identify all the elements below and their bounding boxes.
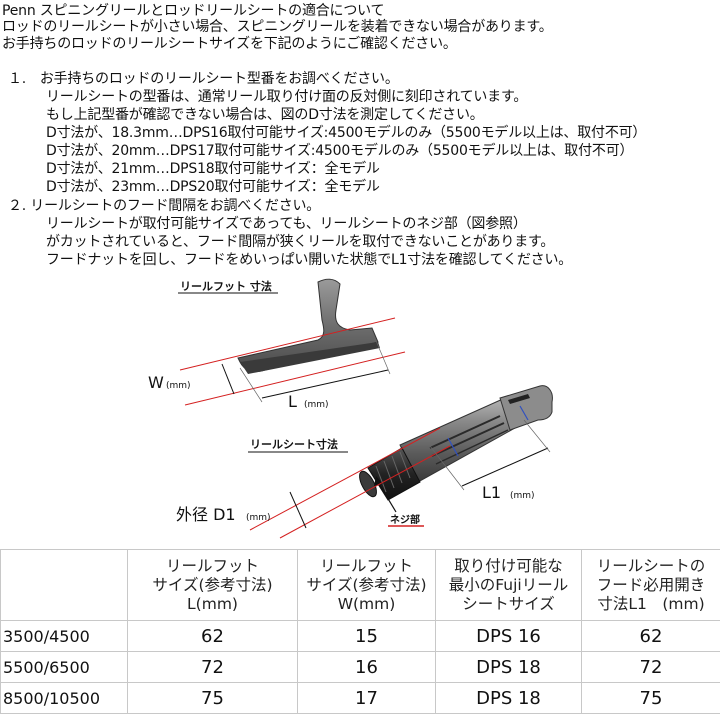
cell-foot-w: 17 <box>298 683 436 714</box>
l1-label: L1 <box>482 483 501 502</box>
cell-hood-l1: 75 <box>582 683 720 714</box>
header-model <box>1 550 128 621</box>
intro-line-2: ロッドのリールシートが小さい場合、スピニングリールを装着できない場合があります。 <box>2 18 553 36</box>
intro-line-3: お手持ちのロッドのリールシートサイズを下記のようにご確認ください。 <box>2 35 457 53</box>
step1-line-4: D寸法が、20mm…DPS17取付可能サイズ:4500モデルのみ（5500モデル… <box>46 142 633 160</box>
step2-line-2: がカットされていると、フード間隔が狭くリールを取付できないことがあります。 <box>46 233 554 251</box>
header-fuji-size: 取り付け可能な最小のFujiリールシートサイズ <box>436 550 582 621</box>
step2-line-3: フードナットを回し、フードをめいっぱい開いた状態でL1寸法を確認してください。 <box>46 251 572 269</box>
l-dim-tick-right <box>374 336 390 374</box>
reel-fit-diagram: リールフット 寸法 W (mm) L (mm) リールシート寸法 <box>0 270 720 545</box>
table-row: 5500/6500 72 16 DPS 18 72 <box>1 652 720 683</box>
cell-foot-l: 75 <box>128 683 298 714</box>
d1-dim-arrow <box>290 492 306 528</box>
cell-foot-w: 16 <box>298 652 436 683</box>
cell-foot-l: 72 <box>128 652 298 683</box>
cell-hood-l1: 72 <box>582 652 720 683</box>
step1-title: １. お手持ちのロッドのリールシート型番をお調べください。 <box>8 70 399 88</box>
step1-line-5: D寸法が、21mm…DPS18取付可能サイズ：全モデル <box>46 160 380 178</box>
cell-model: 3500/4500 <box>1 621 128 652</box>
step2-title: ２. リールシートのフード間隔をお調べください。 <box>8 197 320 215</box>
l-label: L <box>288 392 297 411</box>
w-unit: (mm) <box>166 381 191 391</box>
table-row: 8500/10500 75 17 DPS 18 75 <box>1 683 720 714</box>
l1-dim-line <box>462 448 548 486</box>
thread-label: ネジ部 <box>390 513 420 526</box>
table-header-row: リールフットサイズ(参考寸法)L(mm) リールフットサイズ(参考寸法)W(mm… <box>1 550 720 621</box>
header-foot-l: リールフットサイズ(参考寸法)L(mm) <box>128 550 298 621</box>
cell-model: 5500/6500 <box>1 652 128 683</box>
step1-line-6: D寸法が、23mm…DPS20取付可能サイズ：全モデル <box>46 178 380 196</box>
table-row: 3500/4500 62 15 DPS 16 62 <box>1 621 720 652</box>
step1-line-1: リールシートの型番は、通常リール取り付け面の反対側に刻印されています。 <box>46 88 527 106</box>
l-unit: (mm) <box>304 400 329 410</box>
header-foot-w: リールフットサイズ(参考寸法)W(mm) <box>298 550 436 621</box>
l1-unit: (mm) <box>510 491 535 501</box>
header-hood-l1: リールシートのフード必用開き寸法L1 (mm) <box>582 550 720 621</box>
cell-fuji-size: DPS 16 <box>436 621 582 652</box>
reel-seat-shape <box>356 386 552 500</box>
step1-line-3: D寸法が、18.3mm…DPS16取付可能サイズ:4500モデルのみ（5500モ… <box>46 124 646 142</box>
w-label: W <box>148 373 164 392</box>
d1-label: 外径 D1 <box>176 505 236 524</box>
l1-dim-tick-right <box>524 420 550 452</box>
cell-fuji-size: DPS 18 <box>436 683 582 714</box>
reel-foot-title: リールフット 寸法 <box>180 279 272 293</box>
cell-hood-l1: 62 <box>582 621 720 652</box>
step2-line-1: リールシートが取付可能サイズであっても、リールシートのネジ部（図参照） <box>46 215 527 233</box>
reel-seat-title: リールシート寸法 <box>250 437 338 451</box>
spec-table: リールフットサイズ(参考寸法)L(mm) リールフットサイズ(参考寸法)W(mm… <box>0 549 720 714</box>
l-dim-line <box>262 370 388 398</box>
cell-fuji-size: DPS 18 <box>436 652 582 683</box>
step1-line-2: もし上記型番が確認できない場合は、図のD寸法を測定してください。 <box>46 106 484 124</box>
d1-unit: (mm) <box>246 513 271 523</box>
w-dim-arrow <box>222 364 234 394</box>
d1-dim-line-lower <box>280 446 450 538</box>
cell-foot-w: 15 <box>298 621 436 652</box>
cell-foot-l: 62 <box>128 621 298 652</box>
cell-model: 8500/10500 <box>1 683 128 714</box>
